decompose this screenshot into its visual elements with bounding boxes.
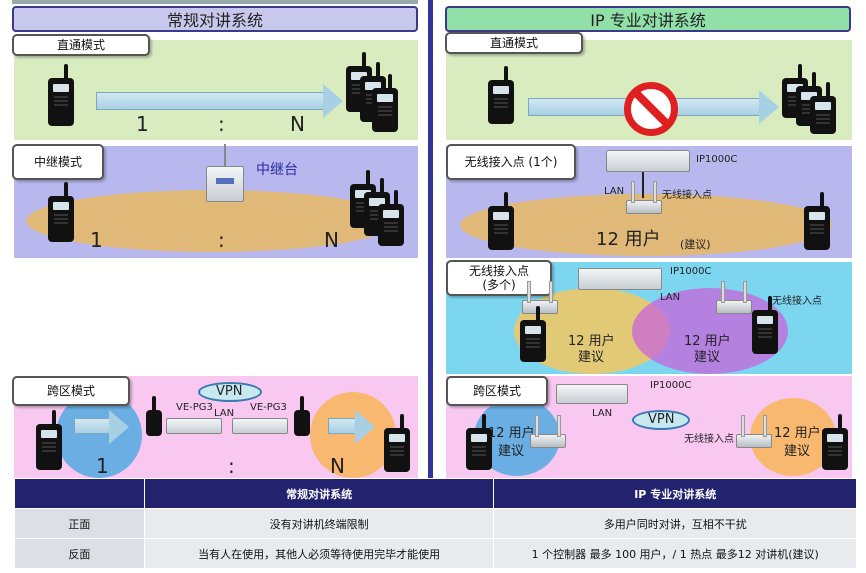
lan-label: LAN xyxy=(660,292,681,303)
ratio-colon: : xyxy=(218,228,225,252)
right-multi-label: 无线接入点 (多个) xyxy=(446,260,552,296)
user-count: 12 用户 xyxy=(684,334,731,349)
radio-icon xyxy=(294,396,310,436)
left-repeater-label: 中继模式 xyxy=(12,144,104,180)
radio-icon xyxy=(752,296,778,354)
radio-icon xyxy=(378,190,404,246)
vpn-cloud xyxy=(198,382,262,402)
repeater-station-icon xyxy=(206,166,244,202)
cell-ip: 1 个控制器 最多 100 用户，/ 1 热点 最多12 对讲机(建议) xyxy=(493,538,857,569)
table-header-blank xyxy=(14,478,145,509)
radio-icon xyxy=(36,410,62,470)
controller-icon xyxy=(556,384,628,404)
vpn-label: VPN xyxy=(648,412,675,427)
controller-icon xyxy=(578,268,662,290)
radio-icon xyxy=(372,74,398,132)
controller-model: IP1000C xyxy=(670,266,712,277)
radio-icon xyxy=(488,192,514,250)
table-row: 正面 没有对讲机终端限制 多用户同时对讲，互相不干扰 xyxy=(14,508,857,539)
right-direct-label: 直通模式 xyxy=(445,32,583,54)
suggest-label: 建议 xyxy=(578,350,605,365)
lan-label: LAN xyxy=(214,408,235,419)
ratio-colon: : xyxy=(228,454,235,478)
vpn-label: VPN xyxy=(216,384,243,399)
repeater-station-logo xyxy=(216,178,234,184)
top-edge xyxy=(12,0,418,4)
controller-model: IP1000C xyxy=(696,154,738,165)
radio-icon xyxy=(48,64,74,126)
right-cross-label: 跨区模式 xyxy=(446,376,548,406)
access-point-icon xyxy=(530,415,566,448)
ratio-one: 1 xyxy=(90,228,103,252)
radio-icon xyxy=(520,306,546,362)
coverage-circle xyxy=(310,392,396,478)
cell-conventional: 当有人在使用，其他人必须等待使用完毕才能使用 xyxy=(143,538,495,569)
direction-arrow xyxy=(328,410,375,444)
radio-icon xyxy=(804,192,830,250)
radio-icon xyxy=(822,414,848,470)
ap-label: 无线接入点 xyxy=(772,296,822,307)
radio-icon xyxy=(810,82,836,134)
ratio-n: N xyxy=(324,228,339,252)
access-point-icon xyxy=(736,415,772,448)
gateway-icon xyxy=(166,418,222,434)
right-multi-label-line1: 无线接入点 xyxy=(468,264,529,278)
gateway-label: VE-PG3 xyxy=(176,402,213,413)
suggest-label: (建议) xyxy=(680,238,711,251)
radio-icon xyxy=(796,72,822,126)
cell-ip: 多用户同时对讲，互相不干扰 xyxy=(493,508,857,539)
user-count: 12 用户 xyxy=(774,426,821,441)
gateway-icon xyxy=(232,418,288,434)
cell-conventional: 没有对讲机终端限制 xyxy=(143,508,495,539)
repeater-station-label: 中继台 xyxy=(256,162,298,178)
row-name: 反面 xyxy=(14,538,145,569)
repeater-antenna xyxy=(224,144,226,168)
table-header-row: 常规对讲系统 IP 专业对讲系统 xyxy=(14,478,857,509)
center-divider xyxy=(428,0,433,478)
table-header-conventional: 常规对讲系统 xyxy=(143,478,495,509)
radio-icon xyxy=(146,396,162,436)
lan-label: LAN xyxy=(592,408,613,419)
table-header-ip: IP 专业对讲系统 xyxy=(493,478,857,509)
suggest-label: 建议 xyxy=(784,444,811,459)
access-point-icon xyxy=(522,281,558,314)
row-name: 正面 xyxy=(14,508,145,539)
suggest-label: 建议 xyxy=(694,350,721,365)
radio-icon xyxy=(466,414,492,470)
ratio-one: 1 xyxy=(136,112,149,136)
lan-label: LAN xyxy=(604,186,625,197)
table-row: 反面 当有人在使用，其他人必须等待使用完毕才能使用 1 个控制器 最多 100 … xyxy=(14,538,857,569)
header-ip: IP 专业对讲系统 xyxy=(445,6,851,32)
ap-label: 无线接入点 xyxy=(662,190,712,201)
user-count: 12 用户 xyxy=(568,334,615,349)
gateway-label: VE-PG3 xyxy=(250,402,287,413)
vpn-cloud xyxy=(632,410,690,430)
lan-line xyxy=(642,172,644,198)
header-conventional: 常规对讲系统 xyxy=(12,6,418,32)
ratio-n: N xyxy=(330,454,345,478)
controller-model: IP1000C xyxy=(650,380,692,391)
comparison-table: 常规对讲系统 IP 专业对讲系统 正面 没有对讲机终端限制 多用户同时对讲，互相… xyxy=(14,478,857,569)
user-count: 12 用户 xyxy=(596,229,661,250)
access-point-icon xyxy=(626,181,662,214)
suggest-label: 建议 xyxy=(498,444,525,459)
ratio-colon: : xyxy=(218,112,225,136)
ap-label: 无线接入点 xyxy=(684,434,734,445)
radio-icon xyxy=(384,414,410,472)
left-direct-label: 直通模式 xyxy=(12,34,150,56)
ratio-n: N xyxy=(290,112,305,136)
left-cross-label: 跨区模式 xyxy=(12,376,130,406)
direction-arrow xyxy=(96,84,343,118)
controller-icon xyxy=(606,150,690,172)
ratio-one: 1 xyxy=(96,454,109,478)
direction-arrow xyxy=(74,410,129,444)
right-multi-label-line2: (多个) xyxy=(482,278,516,292)
radio-icon xyxy=(488,66,514,124)
access-point-icon xyxy=(716,281,752,314)
radio-icon xyxy=(48,182,74,242)
user-count: 12 用户 xyxy=(488,426,535,441)
right-single-label: 无线接入点 (1个) xyxy=(446,144,576,180)
